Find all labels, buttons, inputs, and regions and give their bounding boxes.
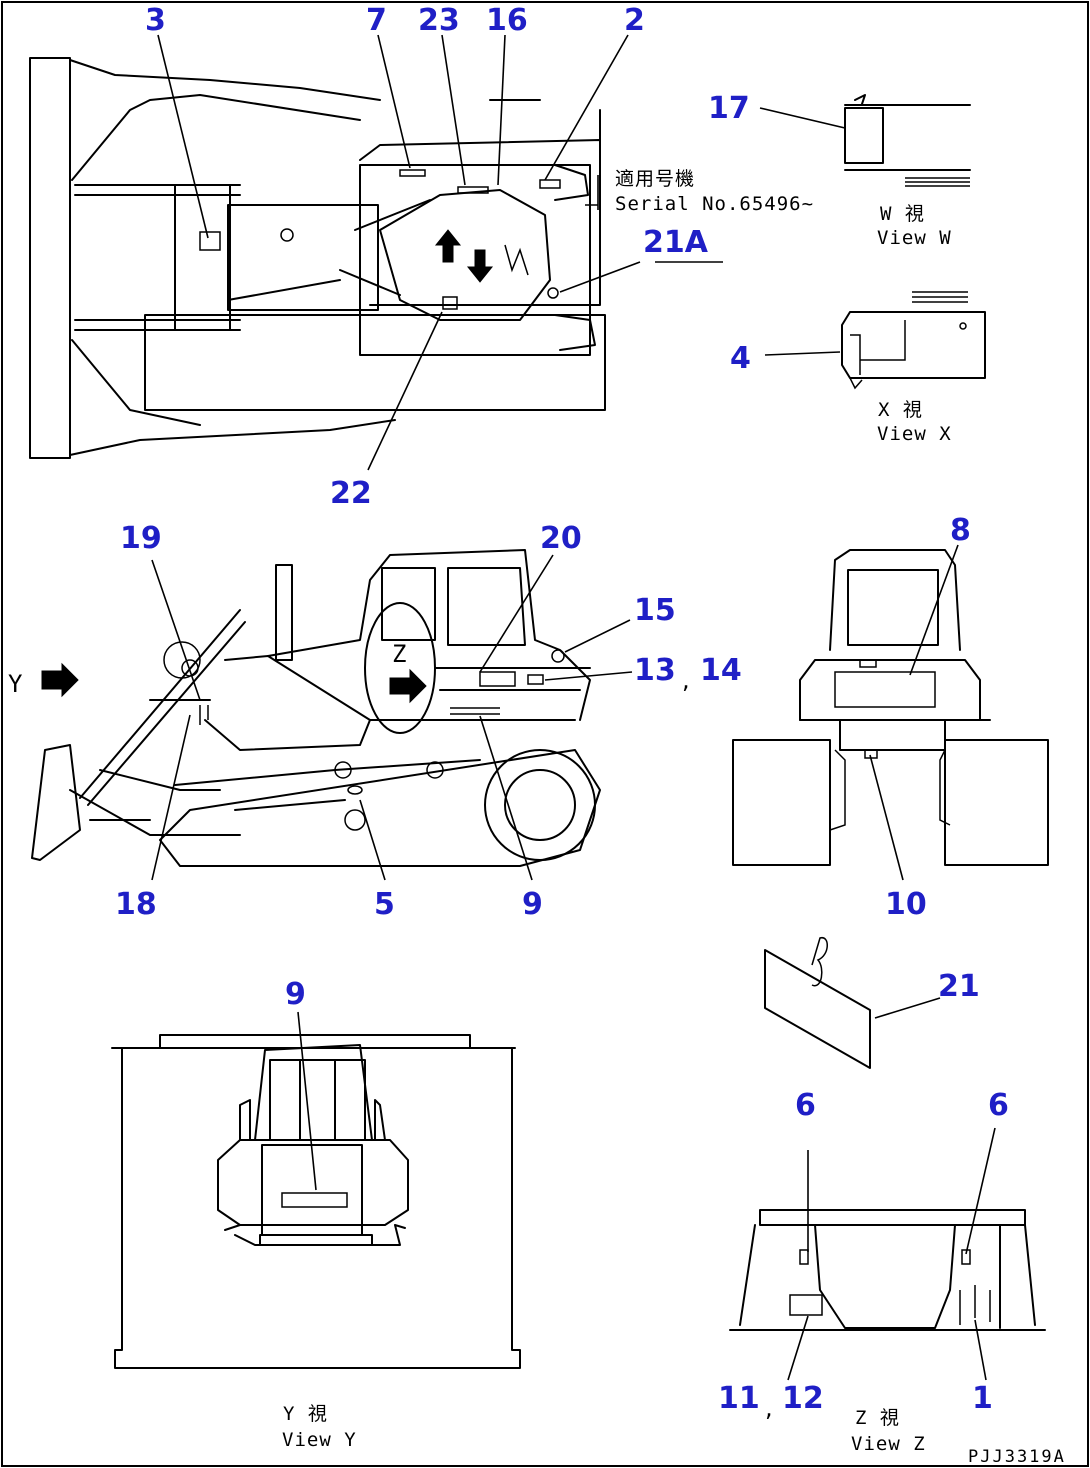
label-8-mark [834,671,936,708]
label-6-right-mark [961,1249,971,1265]
separator-11-12: , [765,1394,773,1422]
callout-13: 13 [634,653,676,688]
label-16-mark [457,186,489,194]
label-6-left-mark [799,1249,809,1265]
tag-21-drawing: 21 [764,937,980,1069]
label-11-12-mark [789,1294,823,1316]
label-9-front-mark [281,1192,348,1208]
serial-jp: 適用号機 [615,168,695,190]
arrow-up-icon [434,229,462,263]
marker-z: Z [392,640,407,668]
label-7-mark [399,169,426,177]
callout-16: 16 [486,3,528,38]
callout-18: 18 [115,887,157,922]
callout-10: 10 [885,887,927,922]
label-1-mark [959,1285,991,1325]
label-20-mark [479,671,516,687]
view-w-drawing: 17 W 視 View W [708,91,971,249]
callout-17: 17 [708,91,750,126]
callout-21a: 21A [643,225,709,260]
side-view-callouts: Y Z 19 20 15 13 , 14 18 5 9 [8,521,742,922]
label-15-mark [551,649,565,663]
rear-view-drawing: 8 10 [732,513,1049,922]
callout-1: 1 [972,1381,993,1416]
serial-en: Serial No.65496~ [615,193,814,215]
callout-19: 19 [120,521,162,556]
arrow-down-icon [466,249,494,283]
callout-2: 2 [624,3,645,38]
callout-14: 14 [700,653,742,688]
callout-8: 8 [950,513,971,548]
callout-9-side: 9 [522,887,543,922]
callout-11: 11 [718,1381,760,1416]
callout-7: 7 [366,3,387,38]
separator-13-14: , [682,666,690,694]
view-z-en: View Z [851,1433,926,1455]
callout-4: 4 [730,341,751,376]
label-2-mark [539,179,561,189]
view-x-drawing: 4 X 視 View X [730,291,986,445]
top-view-callouts: 3 7 23 16 2 21A 22 [145,3,723,511]
view-y-jp: Y 視 [283,1403,328,1425]
callout-22: 22 [330,476,372,511]
callout-6-right: 6 [988,1088,1009,1123]
view-x-en: View X [877,423,952,445]
label-5-mark [347,785,363,795]
callout-23: 23 [418,3,460,38]
label-22-mark [442,296,458,310]
callout-15: 15 [634,593,676,628]
label-13-14-mark [527,674,544,685]
callout-21: 21 [938,969,980,1004]
serial-note: 適用号機 Serial No.65496~ [585,168,814,215]
label-9-side-mark [450,707,500,715]
side-view-drawing [31,549,601,867]
callout-6-left: 6 [795,1088,816,1123]
callout-5: 5 [374,887,395,922]
label-3-mark [199,231,221,251]
top-view-drawing [29,57,606,459]
label-21a-mark [547,287,559,299]
view-z-arrow-icon [389,668,427,704]
callout-3: 3 [145,3,166,38]
view-z-jp: Z 視 [855,1407,900,1429]
callout-12: 12 [782,1381,824,1416]
view-y-en: View Y [282,1429,357,1451]
callout-20: 20 [540,521,582,556]
marker-y: Y [8,670,23,698]
view-y-arrow-icon [41,662,79,698]
view-w-en: View W [877,227,952,249]
view-w-jp: W 視 [880,203,925,225]
view-y-drawing: 9 Y 視 View Y [111,977,521,1451]
view-z-drawing: 6 6 11 , 12 1 Z 視 View Z [718,1088,1046,1455]
view-x-jp: X 視 [878,399,923,421]
callout-9-front: 9 [285,977,306,1012]
drawing-code: PJJ3319A [968,1447,1066,1467]
